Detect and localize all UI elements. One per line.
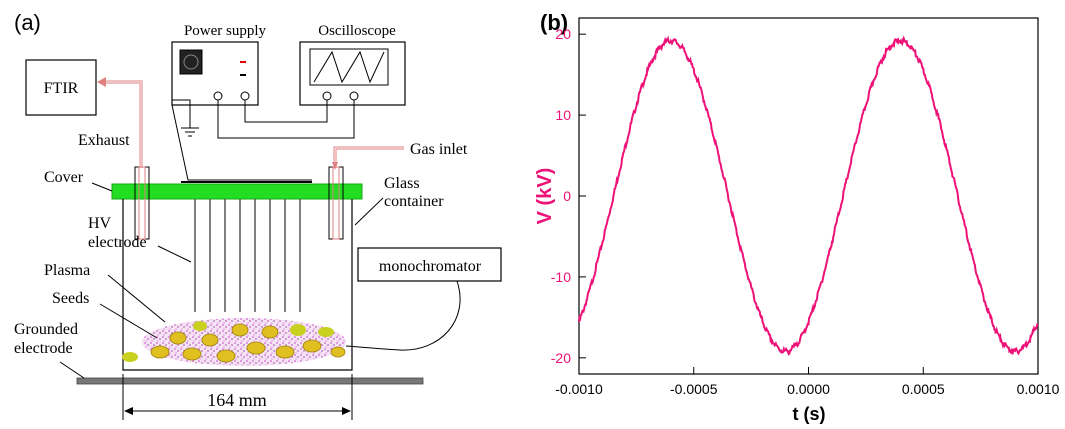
ftir-label: FTIR <box>44 80 79 97</box>
panel-a: (a) FTIR Power supply Oscilloscope <box>14 10 502 420</box>
y-tick-label: 20 <box>555 26 571 42</box>
hv-label-1: HV <box>88 215 112 232</box>
cover-label: Cover <box>44 169 84 186</box>
power-terminal-2 <box>240 91 250 101</box>
hv-label-2: electrode <box>88 234 147 251</box>
hv-wire <box>171 104 312 181</box>
x-axis: -0.0010 -0.0005 0.0000 0.0005 0.0010 <box>555 367 1060 397</box>
glass-container-label-2: container <box>384 193 444 210</box>
y-axis: -20 -10 0 10 20 <box>551 26 586 366</box>
panel-b: (b) -20 -10 0 10 20 -0.0010 -0.0005 0.0000 0.00… <box>534 10 1060 424</box>
x-tick-label: 0.0000 <box>787 381 830 397</box>
y-tick-label: -10 <box>551 269 571 285</box>
wire-power-scope <box>217 100 355 139</box>
monochromator-label: monochromator <box>379 258 482 275</box>
exhaust-arrow <box>97 77 106 87</box>
power-supply-label: Power supply <box>184 23 267 39</box>
x-axis-title: t (s) <box>793 404 826 424</box>
grounded-label-2: electrode <box>14 340 73 357</box>
hv-electrode-rods <box>194 199 301 312</box>
ground-wire <box>172 99 191 128</box>
dimension-label: 164 mm <box>207 390 267 410</box>
glass-container-label-1: Glass <box>384 175 420 192</box>
oscilloscope-label: Oscilloscope <box>318 23 396 39</box>
x-tick-label: 0.0005 <box>902 381 945 397</box>
glass-container <box>122 199 353 371</box>
plasma-label: Plasma <box>44 262 90 279</box>
y-tick-label: -20 <box>551 350 571 366</box>
monochromator-fiber <box>345 280 461 351</box>
exhaust-label: Exhaust <box>78 132 130 149</box>
exhaust-tube <box>134 166 150 240</box>
inlet-tube <box>328 166 344 240</box>
exhaust-line <box>104 80 143 168</box>
cover-plate <box>111 183 363 200</box>
gas-inlet-label: Gas inlet <box>410 141 468 158</box>
x-tick-label: -0.0005 <box>670 381 718 397</box>
ftir-box <box>25 59 97 116</box>
panel-a-label: (a) <box>14 10 41 35</box>
panel-b-label: (b) <box>540 10 568 35</box>
gas-inlet-line <box>333 146 404 168</box>
oscilloscope-wave <box>313 50 385 84</box>
seeds <box>122 321 346 363</box>
scope-terminal-1 <box>322 91 332 101</box>
voltage-series-line <box>578 35 1039 357</box>
x-tick-label: -0.0010 <box>555 381 603 397</box>
grounded-electrode <box>76 377 424 385</box>
scope-terminal-2 <box>349 91 359 101</box>
oscilloscope-screen <box>309 48 389 86</box>
y-axis-title: V (kV) <box>534 168 556 225</box>
grounded-label-1: Grounded <box>14 321 78 338</box>
x-tick-label: 0.0010 <box>1017 381 1060 397</box>
monochromator-box <box>357 247 502 282</box>
seeds-label: Seeds <box>52 290 89 307</box>
y-tick-label: 10 <box>555 107 571 123</box>
power-supply-display <box>179 49 203 75</box>
power-terminal-1 <box>213 91 223 101</box>
y-tick-label: 0 <box>563 188 571 204</box>
